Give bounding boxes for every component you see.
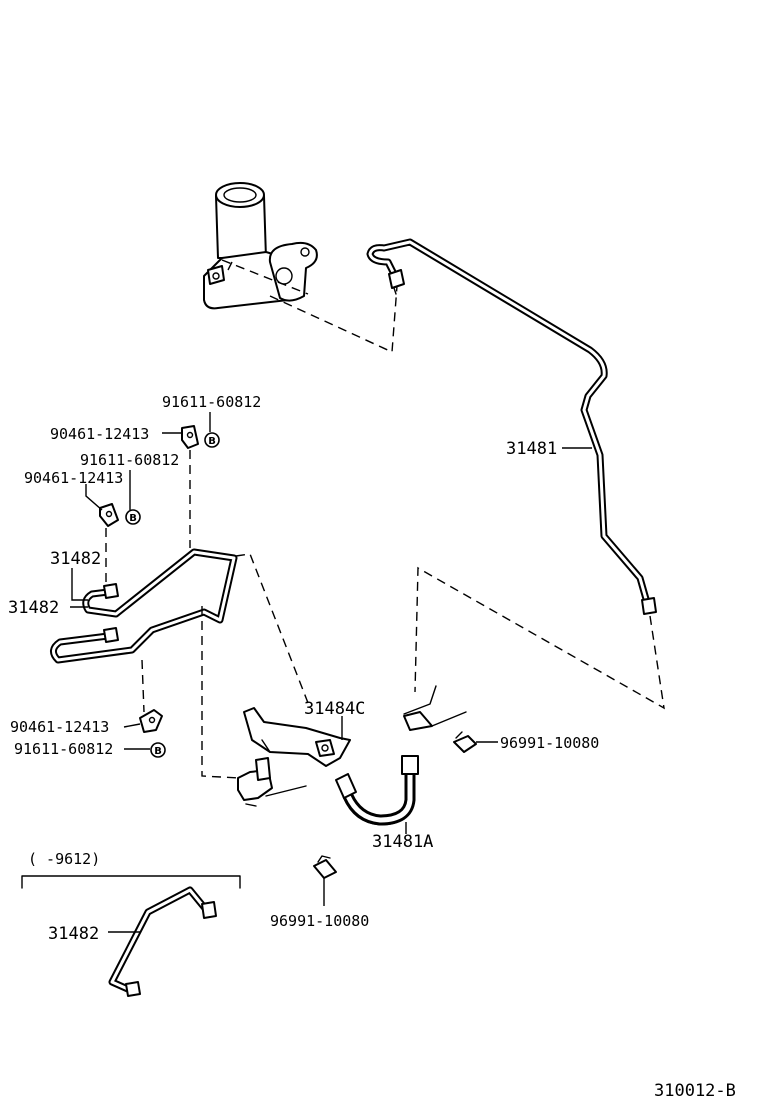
svg-text:B: B	[129, 513, 137, 524]
label-31481a: 31481A	[372, 832, 433, 852]
label-clamp-90461-12413-top-a: 90461-12413	[50, 425, 149, 443]
svg-text:B: B	[154, 746, 162, 757]
label-clip-96991-10080-right: 96991-10080	[500, 734, 599, 752]
clamp-top-a	[181, 425, 199, 449]
pipe-31481	[366, 238, 657, 615]
pipe-31482-upper	[50, 548, 238, 664]
label-31482-upper: 31482	[50, 549, 101, 569]
svg-text:B: B	[208, 436, 216, 447]
label-bolt-91611-60812-bottom: 91611-60812	[14, 740, 113, 758]
variant-section: ( -9612) 31482	[21, 850, 241, 997]
bolt-badge-top-a: B	[204, 432, 220, 448]
clip-right	[453, 731, 477, 753]
label-31482-lower: 31482	[8, 598, 59, 618]
bolt-badge-top-b: B	[125, 509, 141, 525]
label-clamp-90461-12413-top-b: 90461-12413	[24, 469, 123, 487]
label-31482-variant: 31482	[48, 924, 99, 944]
label-clamp-90461-12413-bottom: 90461-12413	[10, 718, 109, 736]
release-cylinder-fitting	[237, 757, 307, 807]
body-bracket-right	[403, 685, 467, 731]
bracket-31484c	[243, 707, 351, 767]
label-31484c: 31484C	[304, 699, 365, 719]
master-cylinder	[203, 182, 318, 310]
drawing-number: 310012-B	[654, 1081, 736, 1101]
label-clip-96991-10080-bottom: 96991-10080	[270, 912, 369, 930]
flex-hose-31481a	[335, 755, 419, 826]
clamp-top-b	[99, 503, 119, 527]
label-variant-note: ( -9612)	[28, 850, 100, 868]
bolt-badge-bottom: B	[150, 742, 166, 758]
clip-bottom	[313, 855, 337, 879]
label-31481: 31481	[506, 439, 557, 459]
label-bolt-91611-60812-top-a: 91611-60812	[162, 393, 261, 411]
clamp-bottom	[139, 709, 163, 733]
pipe-31482-variant	[108, 886, 217, 997]
label-bolt-91611-60812-top-b: 91611-60812	[80, 451, 179, 469]
